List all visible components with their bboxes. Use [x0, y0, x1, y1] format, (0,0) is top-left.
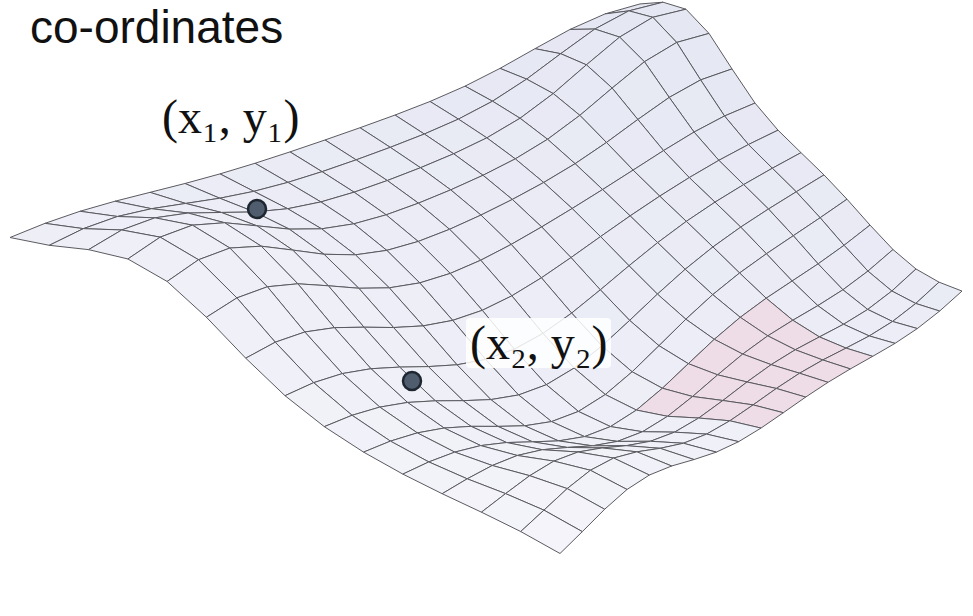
- mesh-cell: [521, 510, 583, 553]
- title: co-ordinates: [30, 4, 283, 50]
- point-marker: [248, 200, 266, 218]
- coordinate-label: (x₂, y₂): [466, 318, 611, 368]
- coordinate-label: (x₁, y₁): [158, 92, 303, 142]
- mesh-grid: [10, 2, 962, 553]
- point-marker: [403, 372, 421, 390]
